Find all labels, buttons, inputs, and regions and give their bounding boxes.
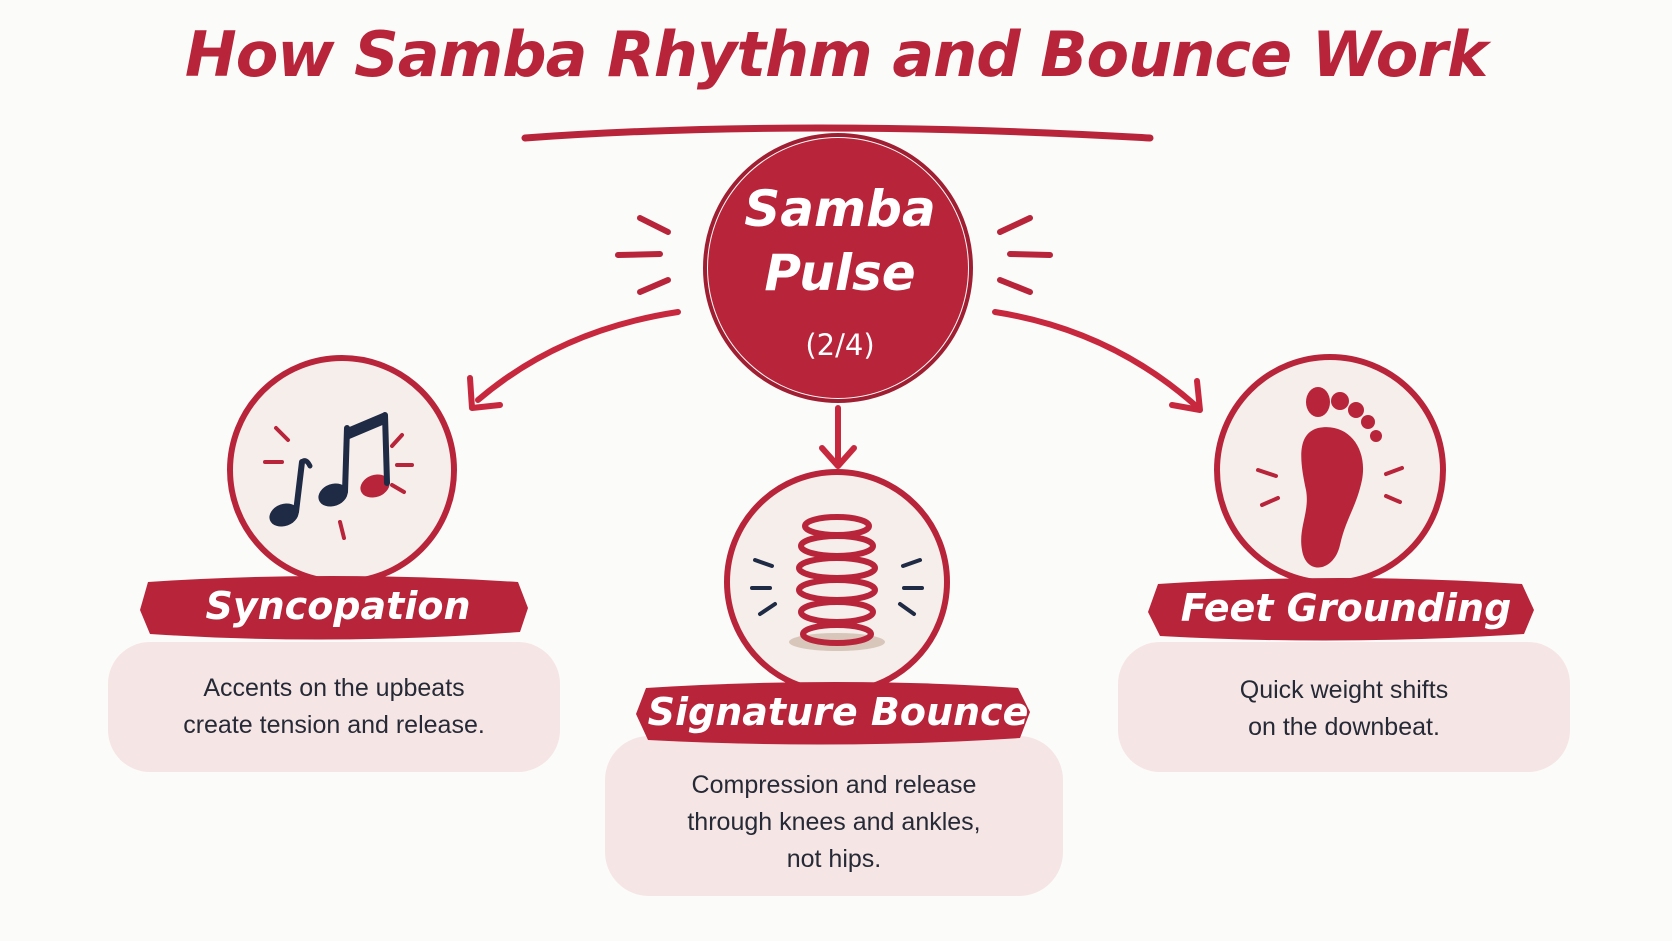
syncopation-circle — [227, 355, 457, 585]
hub-circle-rim — [703, 133, 973, 403]
arrows — [467, 309, 1203, 469]
footprint-icon — [1256, 387, 1404, 568]
bounce-description: Compression and release through knees an… — [605, 767, 1063, 878]
arrow-head-center — [819, 445, 857, 469]
arrow-head-right — [1169, 378, 1203, 413]
syncopation-desc-line: Accents on the upbeats — [203, 674, 465, 702]
bounce-desc-line: through knees and ankles, — [687, 808, 981, 836]
feet-card — [1118, 642, 1570, 772]
syncopation-desc-line: create tension and release. — [183, 711, 485, 739]
bounce-label: Signature Bounce — [647, 690, 1029, 734]
music-notes-icon — [263, 412, 414, 540]
spring-icon — [750, 514, 924, 651]
bounce-banner — [636, 682, 1030, 745]
syncopation-card — [108, 642, 560, 772]
syncopation-description: Accents on the upbeats create tension an… — [108, 670, 560, 744]
feet-banner — [1148, 578, 1534, 641]
arrow-to-syncopation — [475, 309, 681, 403]
title-underline — [521, 124, 1154, 142]
feet-desc-line: Quick weight shifts — [1239, 676, 1449, 704]
syncopation-banner — [140, 576, 528, 640]
hub-circle — [708, 138, 968, 398]
syncopation-label: Syncopation — [205, 584, 471, 628]
bounce-desc-line: Compression and release — [691, 771, 977, 799]
feet-description: Quick weight shifts on the downbeat. — [1118, 672, 1570, 746]
hub-meter: (2/4) — [805, 328, 875, 362]
hub-label-line1: Samba — [744, 180, 936, 238]
arrow-to-feet — [992, 309, 1198, 408]
feet-label: Feet Grounding — [1180, 586, 1512, 630]
feet-desc-line: on the downbeat. — [1248, 713, 1440, 741]
page-title: How Samba Rhythm and Bounce Work — [184, 18, 1488, 91]
arrow-head-left — [467, 375, 503, 411]
hub-label-line2: Pulse — [764, 244, 916, 302]
bounce-desc-line: not hips. — [786, 845, 882, 873]
hub-burst-lines — [615, 215, 1053, 295]
bounce-card — [605, 736, 1063, 896]
